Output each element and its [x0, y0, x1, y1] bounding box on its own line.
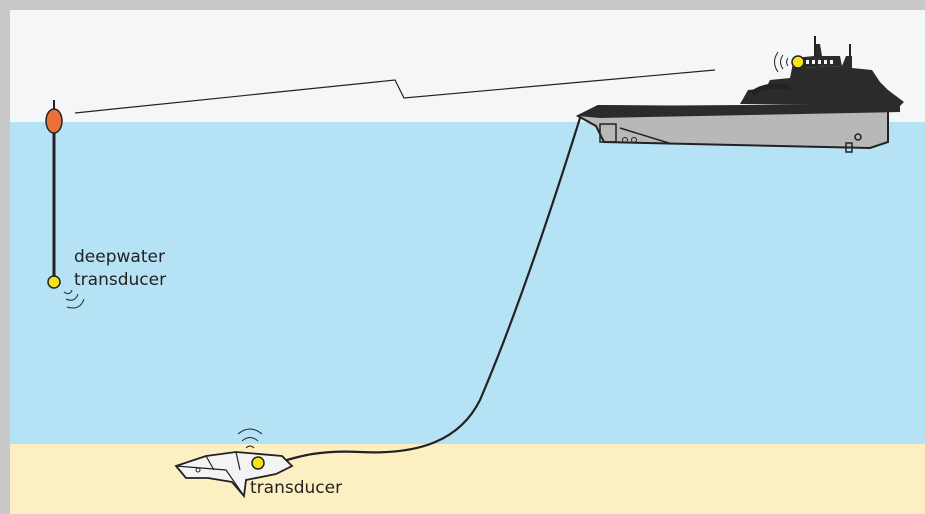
acoustic-waves-icon [237, 428, 263, 449]
tow-cable [279, 117, 582, 464]
sled-transducer-icon [251, 456, 265, 470]
deepwater-label-line1: deepwater [74, 247, 165, 267]
deepwater-transducer-icon [47, 275, 61, 289]
water-zone [10, 122, 925, 444]
ship-transducer-icon [791, 55, 805, 69]
seabed-zone [10, 444, 925, 514]
deepwater-label-line2: transducer [74, 270, 166, 290]
acoustic-waves-icon [774, 51, 789, 73]
float-icon [45, 108, 63, 134]
acoustic-waves-icon [63, 289, 85, 309]
radio-link-line [74, 69, 716, 114]
sled-transducer-label: transducer [250, 478, 342, 498]
